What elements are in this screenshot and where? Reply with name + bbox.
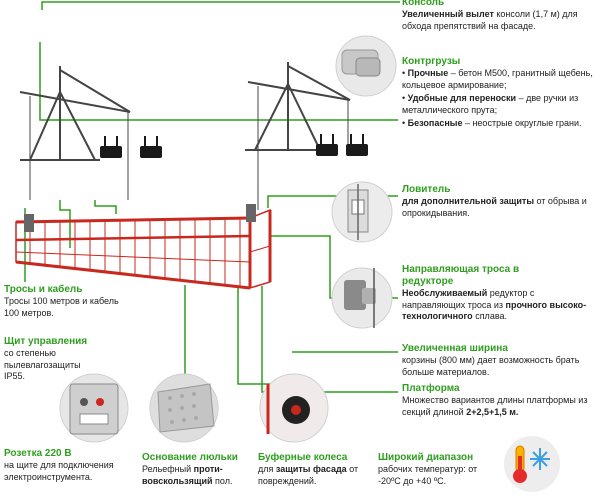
platform-cradle bbox=[15, 208, 272, 290]
catcher-block: Ловитель для дополнительной защиты от об… bbox=[402, 184, 598, 219]
counterweights-title: Контргрузы bbox=[402, 56, 461, 67]
width-block: Увеличенная ширина корзины (800 мм) дает… bbox=[402, 343, 598, 378]
width-text: корзины (800 мм) дает возможность брать … bbox=[402, 355, 580, 377]
console-text: Увеличенный вылет консоли (1,7 м) для об… bbox=[402, 9, 578, 31]
platform-block: Платформа Множество вариантов длины плат… bbox=[402, 383, 598, 418]
leader-console bbox=[41, 1, 400, 10]
rope-guide-title: Направляющая троса в редукторе bbox=[402, 264, 520, 287]
control-panel-text: со степенью пылевлагозащиты IP55. bbox=[4, 348, 81, 381]
control-panel-block: Щит управления со степенью пылевлагозащи… bbox=[4, 336, 104, 383]
leader-platform bbox=[261, 286, 398, 393]
socket-block: Розетка 220 В на щите для подключения эл… bbox=[4, 448, 124, 483]
console-title: Консоль bbox=[402, 0, 445, 8]
thermometer-snowflake-icon bbox=[504, 436, 560, 492]
socket-text: на щите для подключения электроинструмен… bbox=[4, 460, 114, 482]
cradle-base-text: Рельефный проти-вовскользящий пол. bbox=[142, 464, 233, 486]
leader-lines bbox=[24, 1, 400, 393]
right-counterweights bbox=[316, 134, 368, 156]
counterweights-block: Контргрузы • Прочные – бетон М500, грани… bbox=[402, 56, 598, 130]
leader-bumper-wheels bbox=[237, 286, 290, 385]
width-title: Увеличенная ширина bbox=[402, 343, 508, 354]
counterweight-photo bbox=[335, 35, 397, 97]
control-panel-title: Щит управления bbox=[4, 336, 88, 347]
left-console bbox=[19, 66, 131, 200]
bumper-wheels-title: Буферные колеса bbox=[258, 452, 348, 463]
left-counterweights bbox=[100, 136, 162, 158]
console-block: Консоль Увеличенный вылет консоли (1,7 м… bbox=[402, 0, 598, 32]
leader-control-panel bbox=[59, 200, 71, 248]
hoist-units bbox=[24, 204, 256, 232]
catcher-photo bbox=[331, 181, 393, 243]
temp-range-block: Широкий диапазон рабочих температур: от … bbox=[378, 452, 498, 487]
temp-range-title: Широкий диапазон bbox=[378, 452, 474, 463]
counterweights-item: • Прочные – бетон М500, гранитный щебень… bbox=[402, 68, 593, 90]
catcher-title: Ловитель bbox=[402, 184, 451, 195]
right-console bbox=[245, 62, 351, 210]
bumper-wheel-photo bbox=[259, 373, 329, 443]
rope-guide-text: Необслуживаемый редуктор с направляющих … bbox=[402, 288, 587, 321]
platform-title: Платформа bbox=[402, 383, 460, 394]
platform-text: Множество вариантов длины платформы из с… bbox=[402, 395, 588, 417]
cradle-base-title: Основание люльки bbox=[142, 452, 238, 463]
leader-socket bbox=[94, 200, 117, 214]
bumper-wheels-block: Буферные колеса для защиты фасада от пов… bbox=[258, 452, 368, 487]
counterweights-item: • Удобные для переноски – две ручки из м… bbox=[402, 93, 579, 115]
catcher-text: для дополнительной защиты от обрыва и оп… bbox=[402, 196, 587, 218]
bumper-wheels-text: для защиты фасада от повреждений. bbox=[258, 464, 359, 486]
counterweights-item: • Безопасные – неострые округлые грани. bbox=[402, 118, 582, 128]
ropes-text: Тросы 100 метров и кабель 100 метров. bbox=[4, 296, 119, 318]
ropes-title: Тросы и кабель bbox=[4, 284, 83, 295]
control-panel-photo bbox=[59, 373, 129, 443]
temp-range-text: рабочих температур: от -20ºС до +40 ºС. bbox=[378, 464, 478, 486]
ropes-block: Тросы и кабель Тросы 100 метров и кабель… bbox=[4, 284, 122, 319]
leader-counterweights bbox=[39, 42, 398, 121]
rope-guide-block: Направляющая троса в редукторе Необслужи… bbox=[402, 264, 598, 323]
floor-photo bbox=[149, 373, 219, 443]
socket-title: Розетка 220 В bbox=[4, 448, 72, 459]
reducer-photo bbox=[331, 267, 393, 329]
cradle-base-block: Основание люльки Рельефный проти-вовскол… bbox=[142, 452, 242, 487]
